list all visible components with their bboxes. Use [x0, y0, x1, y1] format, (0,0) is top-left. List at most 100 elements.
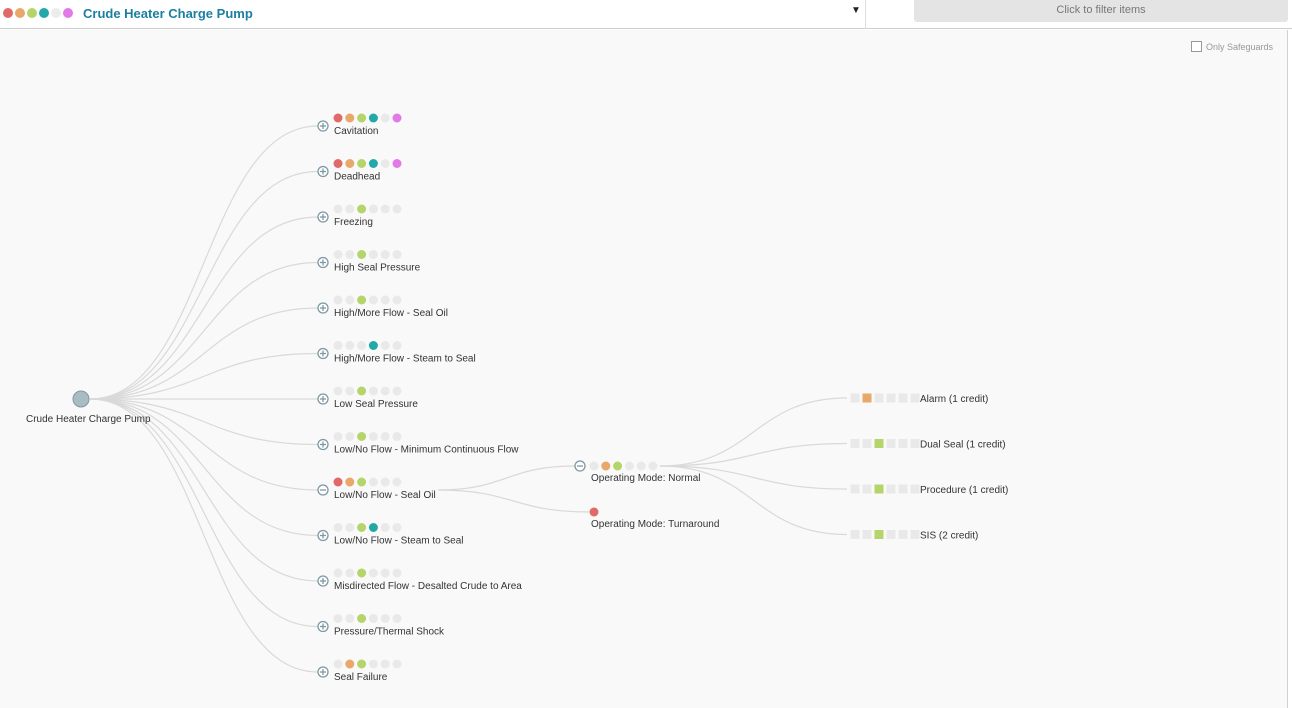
- risk-dot: [380, 659, 390, 669]
- risk-dot: [357, 159, 367, 168]
- risk-dot: [345, 386, 355, 396]
- risk-dot: [345, 432, 355, 441]
- risk-dot: [357, 477, 367, 487]
- header-dot: [39, 8, 49, 18]
- cause-label: Operating Mode: Normal: [591, 473, 701, 484]
- only-safeguards-checkbox[interactable]: [1190, 41, 1202, 52]
- risk-dot: [333, 477, 343, 487]
- deviation-label: Freezing: [334, 217, 373, 228]
- safeguard-square: [910, 439, 920, 448]
- tree-edge: [89, 352, 319, 400]
- safeguard-square: [886, 393, 896, 403]
- deviation-label: Seal Failure: [334, 672, 388, 683]
- tree-edge: [437, 489, 590, 513]
- risk-dot: [345, 113, 355, 123]
- root-node[interactable]: [72, 390, 90, 408]
- risk-dot: [380, 523, 390, 532]
- only-safeguards-label: Only Safeguards: [1205, 41, 1273, 52]
- safeguard-square: [862, 439, 872, 448]
- risk-dot: [648, 461, 658, 471]
- risk-dot: [333, 113, 343, 123]
- risk-dot: [333, 386, 343, 396]
- risk-dot: [357, 295, 367, 305]
- filter-input[interactable]: Click to filter items: [914, 0, 1288, 22]
- risk-dot: [392, 295, 402, 305]
- risk-dot: [357, 204, 367, 214]
- deviation-label: Low/No Flow - Minimum Continuous Flow: [334, 445, 519, 456]
- dropdown-caret-icon[interactable]: ▼: [851, 5, 861, 16]
- risk-dot: [345, 204, 355, 214]
- risk-dot: [601, 461, 611, 471]
- tree-edge: [659, 465, 848, 536]
- safeguard-label: Procedure (1 credit): [920, 485, 1008, 496]
- safeguard-square: [874, 439, 884, 448]
- deviation-label: High/More Flow - Seal Oil: [334, 308, 448, 319]
- risk-dot: [392, 477, 402, 487]
- risk-dot: [380, 250, 390, 259]
- safeguard-square: [886, 439, 896, 448]
- risk-dot: [333, 432, 343, 441]
- tree-edge: [89, 398, 319, 628]
- safeguard-square: [850, 484, 860, 494]
- safeguard-square: [886, 530, 896, 539]
- tree-edge: [89, 261, 319, 400]
- safeguard-square: [910, 530, 920, 539]
- deviation-label: Pressure/Thermal Shock: [334, 627, 445, 638]
- safeguard-square: [898, 484, 908, 494]
- risk-dot: [380, 477, 390, 487]
- risk-dot: [368, 477, 378, 487]
- tree-edge: [437, 465, 576, 491]
- risk-dot: [333, 341, 343, 350]
- risk-dot: [333, 523, 343, 532]
- risk-dot: [392, 341, 402, 350]
- risk-dot: [345, 614, 355, 623]
- deviation-label: Cavitation: [334, 126, 378, 137]
- safeguard-square: [898, 530, 908, 539]
- safeguard-square: [862, 484, 872, 494]
- risk-dot: [345, 659, 355, 669]
- risk-dot: [345, 159, 355, 168]
- only-safeguards-toggle[interactable]: Only Safeguards: [1190, 41, 1273, 52]
- risk-dot: [368, 250, 378, 259]
- risk-dot: [368, 568, 378, 578]
- risk-dot: [345, 295, 355, 305]
- risk-dot: [345, 523, 355, 532]
- safeguard-label: SIS (2 credit): [920, 531, 978, 542]
- top-bar: Crude Heater Charge Pump ▼ Click to filt…: [0, 0, 1292, 29]
- risk-dot: [345, 477, 355, 487]
- risk-dot: [392, 386, 402, 396]
- risk-dot: [392, 659, 402, 669]
- risk-dot: [368, 159, 378, 168]
- tree-edge: [659, 465, 848, 490]
- tree-canvas[interactable]: Only Safeguards Crude Heater Charge Pump…: [0, 30, 1288, 708]
- risk-dot: [624, 461, 634, 471]
- tree-edge: [89, 398, 319, 491]
- risk-dot: [368, 341, 378, 350]
- risk-dot: [357, 568, 367, 578]
- risk-dot: [345, 250, 355, 259]
- header-dot: [3, 8, 13, 18]
- risk-dot: [380, 614, 390, 623]
- risk-dot: [333, 659, 343, 669]
- page-title[interactable]: Crude Heater Charge Pump: [83, 6, 253, 21]
- risk-dot: [392, 568, 402, 578]
- risk-dot: [368, 295, 378, 305]
- risk-dot: [392, 614, 402, 623]
- risk-dot: [357, 341, 367, 350]
- safeguard-square: [850, 439, 860, 448]
- risk-dot: [380, 568, 390, 578]
- risk-dot: [333, 159, 343, 168]
- risk-dot: [345, 341, 355, 350]
- risk-dot: [345, 568, 355, 578]
- deviation-label: High/More Flow - Steam to Seal: [334, 354, 476, 365]
- tree-edge: [89, 125, 319, 400]
- safeguard-label: Alarm (1 credit): [920, 394, 988, 405]
- risk-dot: [392, 432, 402, 441]
- risk-dot: [333, 204, 343, 214]
- risk-dot: [380, 386, 390, 396]
- risk-dot: [357, 523, 367, 532]
- risk-dot: [392, 523, 402, 532]
- tree-edge: [89, 398, 319, 582]
- risk-dot: [589, 461, 599, 471]
- safeguard-square: [850, 530, 860, 539]
